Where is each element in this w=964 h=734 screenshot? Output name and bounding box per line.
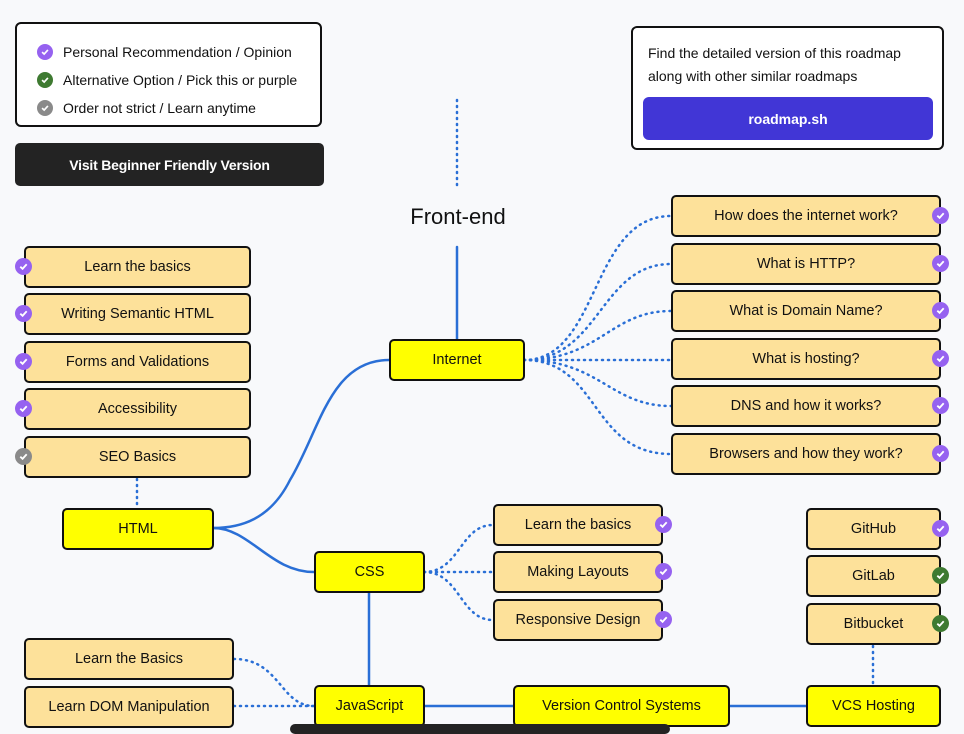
check-icon — [932, 615, 949, 632]
topic-html-4[interactable]: Accessibility — [24, 388, 251, 430]
topic-html-2[interactable]: Writing Semantic HTML — [24, 293, 251, 335]
check-icon — [15, 448, 32, 465]
check-icon — [37, 44, 53, 60]
topic-hosting-gitlab[interactable]: GitLab — [806, 555, 941, 597]
check-icon — [655, 611, 672, 628]
topic-html-3[interactable]: Forms and Validations — [24, 341, 251, 383]
bottom-toolbar — [290, 724, 670, 734]
legend-item-alternative: Alternative Option / Pick this or purple — [37, 66, 320, 94]
node-html[interactable]: HTML — [62, 508, 214, 550]
check-icon — [932, 567, 949, 584]
roadmap-title: Front-end — [410, 204, 506, 229]
check-icon — [37, 72, 53, 88]
visit-beginner-button[interactable]: Visit Beginner Friendly Version — [15, 143, 324, 186]
legend-item-recommended: Personal Recommendation / Opinion — [37, 38, 320, 66]
check-icon — [932, 445, 949, 462]
topic-hosting-bitbucket[interactable]: Bitbucket — [806, 603, 941, 645]
legend: Personal Recommendation / Opinion Altern… — [15, 22, 322, 127]
topic-hosting-github[interactable]: GitHub — [806, 508, 941, 550]
check-icon — [15, 305, 32, 322]
topic-internet-3[interactable]: What is Domain Name? — [671, 290, 941, 332]
node-version-control[interactable]: Version Control Systems — [513, 685, 730, 727]
check-icon — [15, 258, 32, 275]
check-icon — [15, 400, 32, 417]
info-line-1: Find the detailed version of this roadma… — [648, 45, 901, 61]
topic-internet-6[interactable]: Browsers and how they work? — [671, 433, 941, 475]
check-icon — [15, 353, 32, 370]
check-icon — [932, 397, 949, 414]
node-vcs-hosting[interactable]: VCS Hosting — [806, 685, 941, 727]
topic-internet-4[interactable]: What is hosting? — [671, 338, 941, 380]
node-javascript[interactable]: JavaScript — [314, 685, 425, 727]
check-icon — [655, 516, 672, 533]
legend-label: Alternative Option / Pick this or purple — [63, 72, 298, 88]
check-icon — [932, 302, 949, 319]
topic-html-5[interactable]: SEO Basics — [24, 436, 251, 478]
info-box: Find the detailed version of this roadma… — [631, 26, 944, 150]
legend-label: Order not strict / Learn anytime — [63, 100, 256, 116]
check-icon — [932, 207, 949, 224]
topic-js-2[interactable]: Learn DOM Manipulation — [24, 686, 234, 728]
topic-internet-2[interactable]: What is HTTP? — [671, 243, 941, 285]
legend-item-optional: Order not strict / Learn anytime — [37, 94, 320, 122]
topic-html-1[interactable]: Learn the basics — [24, 246, 251, 288]
check-icon — [932, 520, 949, 537]
topic-css-3[interactable]: Responsive Design — [493, 599, 663, 641]
topic-css-1[interactable]: Learn the basics — [493, 504, 663, 546]
info-line-2: along with other similar roadmaps — [648, 68, 858, 84]
topic-css-2[interactable]: Making Layouts — [493, 551, 663, 593]
check-icon — [932, 255, 949, 272]
topic-internet-1[interactable]: How does the internet work? — [671, 195, 941, 237]
check-icon — [37, 100, 53, 116]
topic-js-1[interactable]: Learn the Basics — [24, 638, 234, 680]
node-css[interactable]: CSS — [314, 551, 425, 593]
node-internet[interactable]: Internet — [389, 339, 525, 381]
legend-label: Personal Recommendation / Opinion — [63, 44, 292, 60]
check-icon — [655, 563, 672, 580]
roadmap-link-button[interactable]: roadmap.sh — [643, 97, 933, 140]
check-icon — [932, 350, 949, 367]
info-text: Find the detailed version of this roadma… — [648, 42, 938, 88]
topic-internet-5[interactable]: DNS and how it works? — [671, 385, 941, 427]
